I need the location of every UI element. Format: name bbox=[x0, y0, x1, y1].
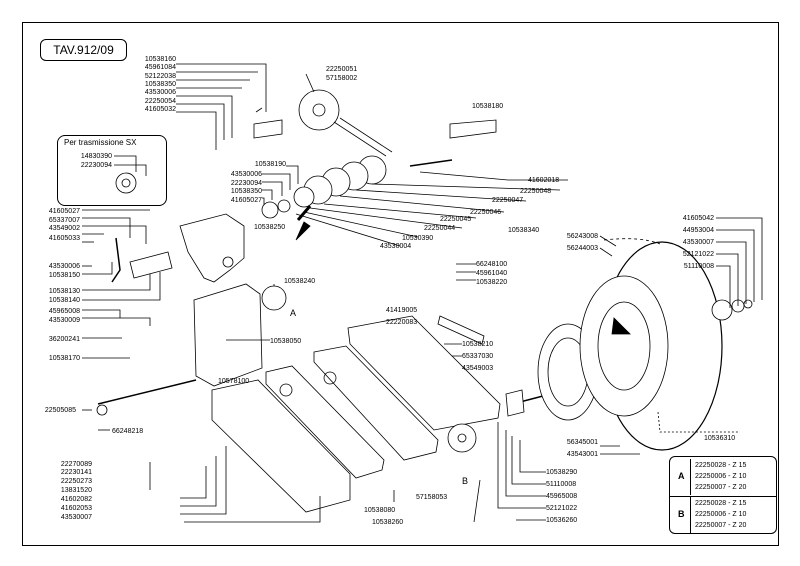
part-label: 43530006 bbox=[231, 171, 262, 178]
part-label: 10538130 bbox=[49, 288, 80, 295]
part-label: 41419005 bbox=[386, 307, 417, 314]
part-label: 22250273 bbox=[61, 478, 92, 485]
legend-group-b: B 22250028 - Z 15 22250006 - Z 10 222500… bbox=[670, 496, 776, 533]
part-label: 44953004 bbox=[683, 227, 714, 234]
part-label: 65337007 bbox=[49, 217, 80, 224]
table-title: TAV.912/09 bbox=[40, 39, 127, 61]
part-label: 45961040 bbox=[476, 270, 507, 277]
part-label: 10538170 bbox=[49, 355, 80, 362]
part-label: 41605042 bbox=[683, 215, 714, 222]
legend-row: 22250006 - Z 10 bbox=[695, 473, 747, 480]
drawing-frame bbox=[22, 22, 779, 546]
part-label: 51110008 bbox=[546, 481, 576, 488]
part-label: 22220083 bbox=[386, 319, 417, 326]
part-label: 45961084 bbox=[145, 64, 176, 71]
part-label: 10578100 bbox=[218, 378, 249, 385]
part-label: 22250054 bbox=[145, 98, 176, 105]
part-label: 56244003 bbox=[567, 245, 598, 252]
part-label: 22250045 bbox=[440, 216, 471, 223]
part-label: 43530004 bbox=[380, 243, 411, 250]
part-label: 10530390 bbox=[402, 235, 433, 242]
part-label: 22505085 bbox=[45, 407, 76, 414]
part-label: 22250044 bbox=[424, 225, 455, 232]
part-label: 22250047 bbox=[492, 197, 523, 204]
divider bbox=[690, 497, 691, 533]
part-label: 10538180 bbox=[472, 103, 503, 110]
label-group-bottom-left: 22270089 22230141 22250273 13831520 4160… bbox=[61, 461, 92, 521]
part-label: 10538340 bbox=[508, 227, 539, 234]
part-label: 10538210 bbox=[462, 341, 493, 348]
leader-line bbox=[176, 63, 267, 112]
part-label: 57158002 bbox=[326, 75, 357, 82]
part-label: 10538350 bbox=[231, 188, 262, 195]
part-label: 22270089 bbox=[61, 461, 92, 468]
part-label: 41605032 bbox=[145, 106, 176, 113]
part-label: 13831520 bbox=[61, 487, 92, 494]
part-label: 52122038 bbox=[145, 73, 176, 80]
part-label: 43530009 bbox=[49, 317, 80, 324]
part-label: 43530007 bbox=[683, 239, 714, 246]
legend-row: 22250028 - Z 15 bbox=[695, 462, 747, 469]
part-label: 43549003 bbox=[462, 365, 493, 372]
part-label: 10538220 bbox=[476, 279, 507, 286]
part-label: 10538260 bbox=[372, 519, 403, 526]
part-label: 36200241 bbox=[49, 336, 80, 343]
part-label: 41605033 bbox=[49, 235, 80, 242]
part-label: 43530006 bbox=[145, 89, 176, 96]
part-label: 10538080 bbox=[364, 507, 395, 514]
part-label: 22250051 bbox=[326, 66, 357, 73]
part-label: 45965008 bbox=[49, 308, 80, 315]
divider bbox=[690, 459, 691, 495]
part-label: 56345001 bbox=[567, 439, 598, 446]
part-label: 43530007 bbox=[61, 514, 92, 521]
part-label: 57158053 bbox=[416, 494, 447, 501]
legend-letter: A bbox=[678, 471, 685, 481]
part-label: 10536310 bbox=[704, 435, 735, 442]
part-label: 41605027 bbox=[231, 197, 262, 204]
part-label: 56243008 bbox=[567, 233, 598, 240]
part-label: 22250048 bbox=[520, 188, 551, 195]
inset-box: Per trasmissione SX bbox=[57, 135, 167, 206]
part-label: 45965008 bbox=[546, 493, 577, 500]
part-label: 66248100 bbox=[476, 261, 507, 268]
part-label: 43530006 bbox=[49, 263, 80, 270]
part-label: 66248218 bbox=[112, 428, 143, 435]
part-label: 10538140 bbox=[49, 297, 80, 304]
marker-a: A bbox=[290, 308, 296, 318]
part-label: 10538350 bbox=[145, 81, 176, 88]
part-label: 10536260 bbox=[546, 517, 577, 524]
marker-b: B bbox=[462, 476, 468, 486]
part-label: 41602018 bbox=[528, 177, 559, 184]
legend-row: 22250028 - Z 15 bbox=[695, 500, 747, 507]
part-label: 10538050 bbox=[270, 338, 301, 345]
legend-row: 22250007 - Z 20 bbox=[695, 522, 747, 529]
part-label: 52121022 bbox=[546, 505, 577, 512]
part-label: 51110008 bbox=[684, 263, 714, 270]
part-label: 43543001 bbox=[567, 451, 598, 458]
part-label: 52121022 bbox=[683, 251, 714, 258]
label-group-left-top: 10538160 45961084 52122038 10538350 4353… bbox=[145, 56, 176, 113]
legend-letter: B bbox=[678, 509, 685, 519]
part-label: 22230141 bbox=[61, 469, 92, 476]
part-label: 22230094 bbox=[231, 180, 262, 187]
part-label: 10538240 bbox=[284, 278, 315, 285]
part-label: 10538160 bbox=[145, 56, 176, 63]
legend-row: 22250006 - Z 10 bbox=[695, 511, 747, 518]
label-group-left-mid: 41605027 65337007 43549002 41605033 4353… bbox=[49, 208, 80, 362]
part-label: 43549002 bbox=[49, 225, 80, 232]
part-label: 10538290 bbox=[546, 469, 577, 476]
part-label: 10538150 bbox=[49, 272, 80, 279]
part-label: 41605027 bbox=[49, 208, 80, 215]
part-label: 10538190 bbox=[255, 161, 286, 168]
part-label: 65337030 bbox=[462, 353, 493, 360]
part-label: 10538250 bbox=[254, 224, 285, 231]
sprocket-legend: A 22250028 - Z 15 22250006 - Z 10 222500… bbox=[669, 456, 777, 534]
part-label: 41602053 bbox=[61, 505, 92, 512]
part-label: 22250046 bbox=[470, 209, 501, 216]
part-label: 41602082 bbox=[61, 496, 92, 503]
inset-title: Per trasmissione SX bbox=[64, 138, 137, 147]
legend-group-a: A 22250028 - Z 15 22250006 - Z 10 222500… bbox=[670, 459, 776, 495]
legend-row: 22250007 - Z 20 bbox=[695, 484, 747, 491]
